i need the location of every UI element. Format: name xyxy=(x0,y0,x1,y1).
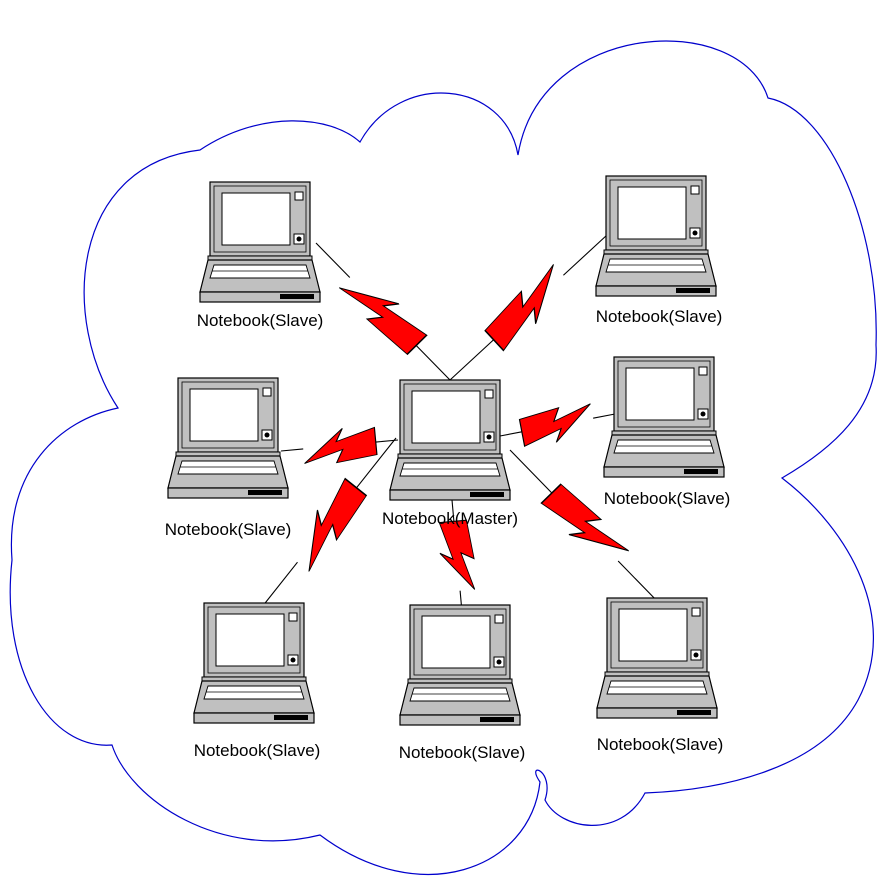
laptop-icon xyxy=(596,597,718,719)
wireless-link-1 xyxy=(315,242,451,381)
lightning-bolt-icon xyxy=(337,265,429,358)
wireless-link-2 xyxy=(449,234,608,381)
laptop-icon xyxy=(193,602,315,724)
node-label: Notebook(Slave) xyxy=(165,520,292,539)
slave-node-3: Notebook(Slave) xyxy=(165,377,292,539)
slave-node-2: Notebook(Slave) xyxy=(595,175,723,326)
lightning-bolt-icon xyxy=(518,401,597,449)
lightning-bolt-icon xyxy=(283,476,371,574)
node-label: Notebook(Slave) xyxy=(597,735,724,754)
wireless-link-3 xyxy=(280,424,399,467)
lightning-bolt-icon xyxy=(481,262,576,353)
wireless-link-7 xyxy=(509,449,661,605)
node-label: Notebook(Slave) xyxy=(604,489,731,508)
laptop-icon xyxy=(389,379,511,501)
slave-node-6: Notebook(Slave) xyxy=(399,604,526,762)
wireless-link-4 xyxy=(499,401,616,449)
lightning-bolt-icon xyxy=(436,519,478,593)
laptop-icon xyxy=(167,377,289,499)
laptop-icon xyxy=(603,356,725,478)
laptop-icon xyxy=(399,604,521,726)
laptop-icon xyxy=(199,181,321,303)
lightning-bolt-icon xyxy=(301,424,378,467)
cloud-icon xyxy=(9,40,877,876)
node-label: Notebook(Master) xyxy=(382,509,518,528)
master-node: Notebook(Master) xyxy=(382,379,518,528)
node-label: Notebook(Slave) xyxy=(596,307,723,326)
slave-node-1: Notebook(Slave) xyxy=(197,181,324,330)
node-label: Notebook(Slave) xyxy=(197,311,324,330)
laptop-icon xyxy=(595,175,717,297)
node-label: Notebook(Slave) xyxy=(194,741,321,760)
slave-node-5: Notebook(Slave) xyxy=(193,602,321,760)
slave-node-4: Notebook(Slave) xyxy=(603,356,731,508)
node-label: Notebook(Slave) xyxy=(399,743,526,762)
slave-node-7: Notebook(Slave) xyxy=(596,597,724,754)
